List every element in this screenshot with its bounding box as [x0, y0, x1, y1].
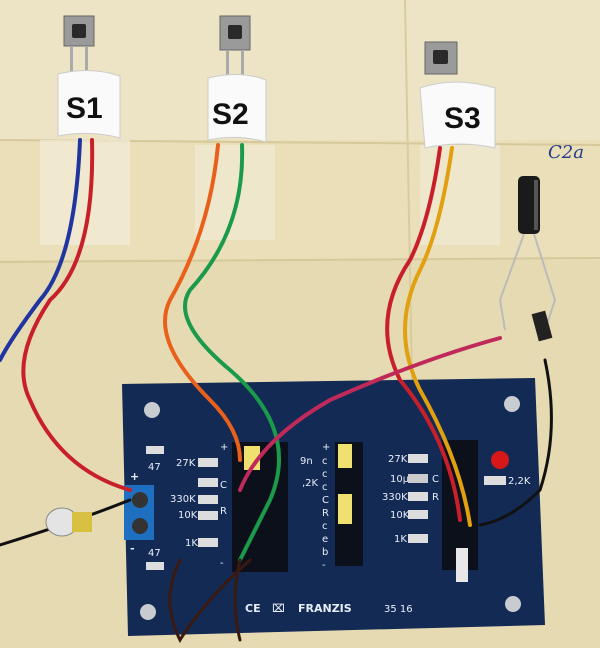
- svg-text:c: c: [322, 469, 328, 480]
- brand-label: FRANZIS: [298, 602, 352, 615]
- svg-text:+: +: [220, 442, 228, 453]
- circuit-board: [122, 378, 545, 636]
- svg-text:R: R: [322, 508, 329, 519]
- svg-text:330K: 330K: [382, 492, 408, 503]
- svg-text:e: e: [322, 534, 328, 545]
- pushbutton-cap[interactable]: [228, 25, 242, 39]
- svg-text:b: b: [322, 547, 328, 558]
- svg-text:R: R: [432, 492, 439, 503]
- paper-edge: [0, 257, 600, 263]
- svg-text:47: 47: [148, 462, 161, 473]
- pushbutton-cap[interactable]: [72, 24, 86, 38]
- svg-text:10K: 10K: [178, 510, 198, 521]
- jumper[interactable]: [338, 444, 352, 468]
- weee-icon: ⌧: [272, 602, 285, 615]
- board-code: 35 16: [384, 604, 413, 615]
- svg-text:2,2K: 2,2K: [508, 476, 531, 487]
- svg-text:,2K: ,2K: [302, 478, 319, 489]
- svg-text:-: -: [322, 560, 326, 571]
- paper-edge: [404, 0, 413, 381]
- switch-label: S2: [212, 98, 249, 131]
- label-sleeve: [419, 81, 496, 149]
- middle-section: + c c c C R c e b -: [322, 442, 363, 571]
- svg-text:C: C: [220, 480, 227, 491]
- handwritten-note: C2a: [548, 142, 584, 163]
- svg-text:c: c: [322, 482, 328, 493]
- svg-text:47: 47: [148, 548, 161, 559]
- svg-text:10K: 10K: [390, 510, 410, 521]
- svg-text:10µ: 10µ: [390, 474, 410, 485]
- transistor: [456, 548, 468, 582]
- switch-label: S3: [444, 102, 481, 135]
- jumper[interactable]: [338, 494, 352, 524]
- tape-piece: [195, 145, 275, 240]
- pushbutton-cap[interactable]: [433, 50, 448, 64]
- svg-text:27K: 27K: [176, 458, 196, 469]
- ce-mark: CE: [245, 602, 261, 615]
- small-capacitor-left: [45, 507, 92, 537]
- svg-text:c: c: [322, 521, 328, 532]
- label-sleeve: [207, 74, 267, 143]
- svg-text:c: c: [322, 456, 328, 467]
- diode: [531, 310, 553, 342]
- svg-text:330K: 330K: [170, 494, 196, 505]
- label-sleeve: [57, 70, 121, 139]
- svg-text:1K: 1K: [185, 538, 198, 549]
- right-section: 27K 10µ 330K 10K 1K C R 2,2K: [382, 440, 531, 582]
- electrolytic-capacitor: [498, 176, 557, 342]
- switch-s3[interactable]: S3: [419, 41, 496, 149]
- svg-text:C: C: [432, 474, 439, 485]
- svg-text:-: -: [220, 558, 224, 569]
- terminal-minus: -: [130, 542, 135, 555]
- switch-s2[interactable]: S2: [207, 15, 267, 143]
- svg-text:C: C: [322, 495, 329, 506]
- svg-text:1K: 1K: [394, 534, 407, 545]
- svg-text:+: +: [322, 442, 330, 453]
- led: [491, 451, 509, 469]
- switch-label: S1: [66, 92, 103, 125]
- terminal-plus: +: [130, 470, 139, 483]
- svg-text:9n: 9n: [300, 456, 313, 467]
- switch-s1[interactable]: S1: [57, 15, 121, 139]
- svg-text:27K: 27K: [388, 454, 408, 465]
- svg-text:R: R: [220, 506, 227, 517]
